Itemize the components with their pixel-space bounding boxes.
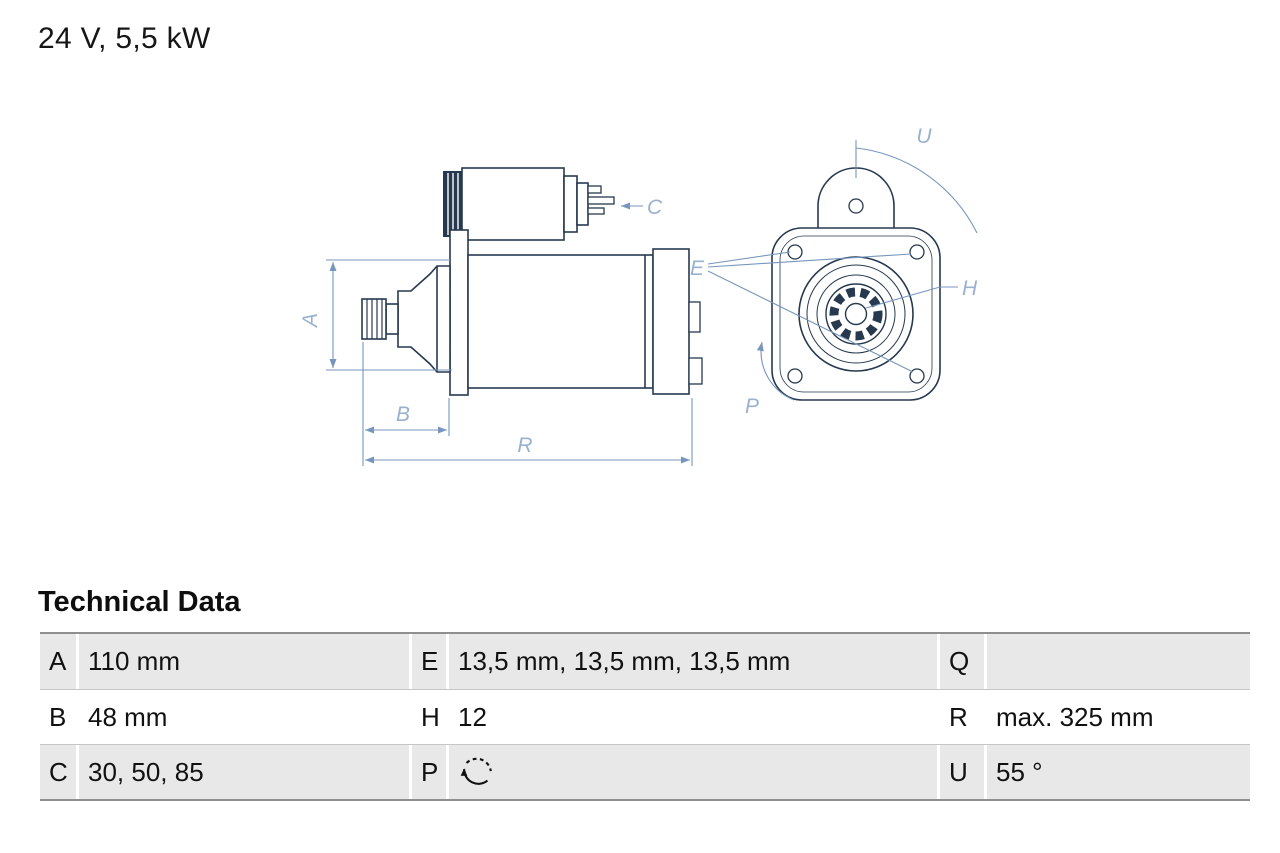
dim-label-e: E bbox=[690, 257, 705, 280]
motor-housing bbox=[467, 254, 654, 389]
flange-bolt-hole bbox=[787, 244, 803, 260]
dim-key-label: E bbox=[421, 646, 439, 676]
dim-value-text: max. 325 mm bbox=[996, 701, 1154, 732]
dim-key-b: B bbox=[40, 690, 76, 744]
dim-key-label: B bbox=[49, 701, 67, 732]
front-view bbox=[771, 167, 941, 401]
dim-key-r: R bbox=[940, 690, 984, 744]
dim-label-c: C bbox=[647, 196, 663, 219]
dim-label-a: A bbox=[299, 313, 322, 329]
product-spec-title: 24 V, 5,5 kW bbox=[38, 22, 211, 55]
flange-bolt-hole bbox=[787, 368, 803, 384]
solenoid-terminal bbox=[587, 185, 602, 194]
ccw-rotation-icon bbox=[460, 757, 492, 785]
dim-label-u: U bbox=[916, 125, 932, 148]
dim-value-p bbox=[449, 745, 937, 799]
table-row: B 48 mm H 12 R max. 325 mm bbox=[40, 689, 1250, 744]
technical-data-heading: Technical Data bbox=[38, 586, 241, 618]
flange-bolt-hole bbox=[909, 368, 925, 384]
dim-value-text: 55 ° bbox=[996, 756, 1043, 787]
dim-key-a: A bbox=[40, 634, 76, 689]
solenoid-body bbox=[461, 167, 565, 241]
flange-bolt-hole bbox=[909, 244, 925, 260]
dim-line-e bbox=[707, 253, 912, 268]
side-view bbox=[361, 167, 703, 396]
dimension-labels: A B C E H P R U bbox=[299, 125, 978, 457]
solenoid-terminal bbox=[587, 196, 615, 205]
dim-key-q: Q bbox=[940, 634, 984, 689]
commutator-end-cap bbox=[652, 248, 690, 395]
technical-data-table: A 110 mm E 13,5 mm, 13,5 mm, 13,5 mm Q B… bbox=[40, 632, 1250, 801]
dim-key-label: A bbox=[49, 646, 67, 676]
dim-value-u: 55 ° bbox=[987, 745, 1250, 799]
dim-key-label: U bbox=[949, 756, 968, 787]
dim-key-label: P bbox=[421, 756, 439, 787]
dim-key-label: C bbox=[49, 756, 68, 787]
dim-value-q bbox=[987, 634, 1250, 689]
dim-key-p: P bbox=[412, 745, 446, 799]
dim-line-e bbox=[707, 251, 791, 265]
dim-value-a: 110 mm bbox=[79, 634, 409, 689]
dim-line-h bbox=[865, 286, 958, 309]
starter-motor-technical-drawing: A B C E H P R U bbox=[299, 125, 978, 466]
dim-key-e: E bbox=[412, 634, 446, 689]
dim-value-e: 13,5 mm, 13,5 mm, 13,5 mm bbox=[449, 634, 937, 689]
dim-key-u: U bbox=[940, 745, 984, 799]
dim-value-c: 30, 50, 85 bbox=[79, 745, 409, 799]
drive-end-bracket bbox=[449, 229, 469, 396]
dim-key-c: C bbox=[40, 745, 76, 799]
dim-value-text: 12 bbox=[458, 701, 487, 732]
dim-label-p: P bbox=[745, 395, 759, 418]
nose-cone bbox=[397, 265, 451, 373]
dim-label-h: H bbox=[962, 277, 978, 300]
dim-value-h: 12 bbox=[449, 690, 937, 744]
dim-key-label: Q bbox=[949, 646, 970, 676]
dimension-annotations bbox=[326, 140, 978, 466]
dim-key-label: R bbox=[949, 701, 968, 732]
ear-bolt-hole bbox=[848, 198, 864, 214]
dim-value-text: 13,5 mm, 13,5 mm, 13,5 mm bbox=[458, 646, 791, 676]
dim-label-r: R bbox=[517, 434, 532, 457]
dim-line-e bbox=[707, 270, 914, 373]
solenoid-terminal bbox=[587, 207, 605, 215]
dim-key-label: H bbox=[421, 701, 440, 732]
dim-arrow-p bbox=[756, 341, 795, 401]
dim-label-b: B bbox=[396, 403, 410, 426]
dim-value-r: max. 325 mm bbox=[987, 690, 1250, 744]
pinion-spline bbox=[829, 287, 883, 341]
dim-key-h: H bbox=[412, 690, 446, 744]
table-row: A 110 mm E 13,5 mm, 13,5 mm, 13,5 mm Q bbox=[40, 634, 1250, 689]
dim-value-text: 110 mm bbox=[88, 646, 180, 676]
table-row: C 30, 50, 85 P U 55 ° bbox=[40, 744, 1250, 799]
dim-value-b: 48 mm bbox=[79, 690, 409, 744]
dim-arc-u bbox=[855, 147, 978, 234]
dim-value-text: 30, 50, 85 bbox=[88, 756, 204, 787]
dim-value-text: 48 mm bbox=[88, 701, 168, 732]
